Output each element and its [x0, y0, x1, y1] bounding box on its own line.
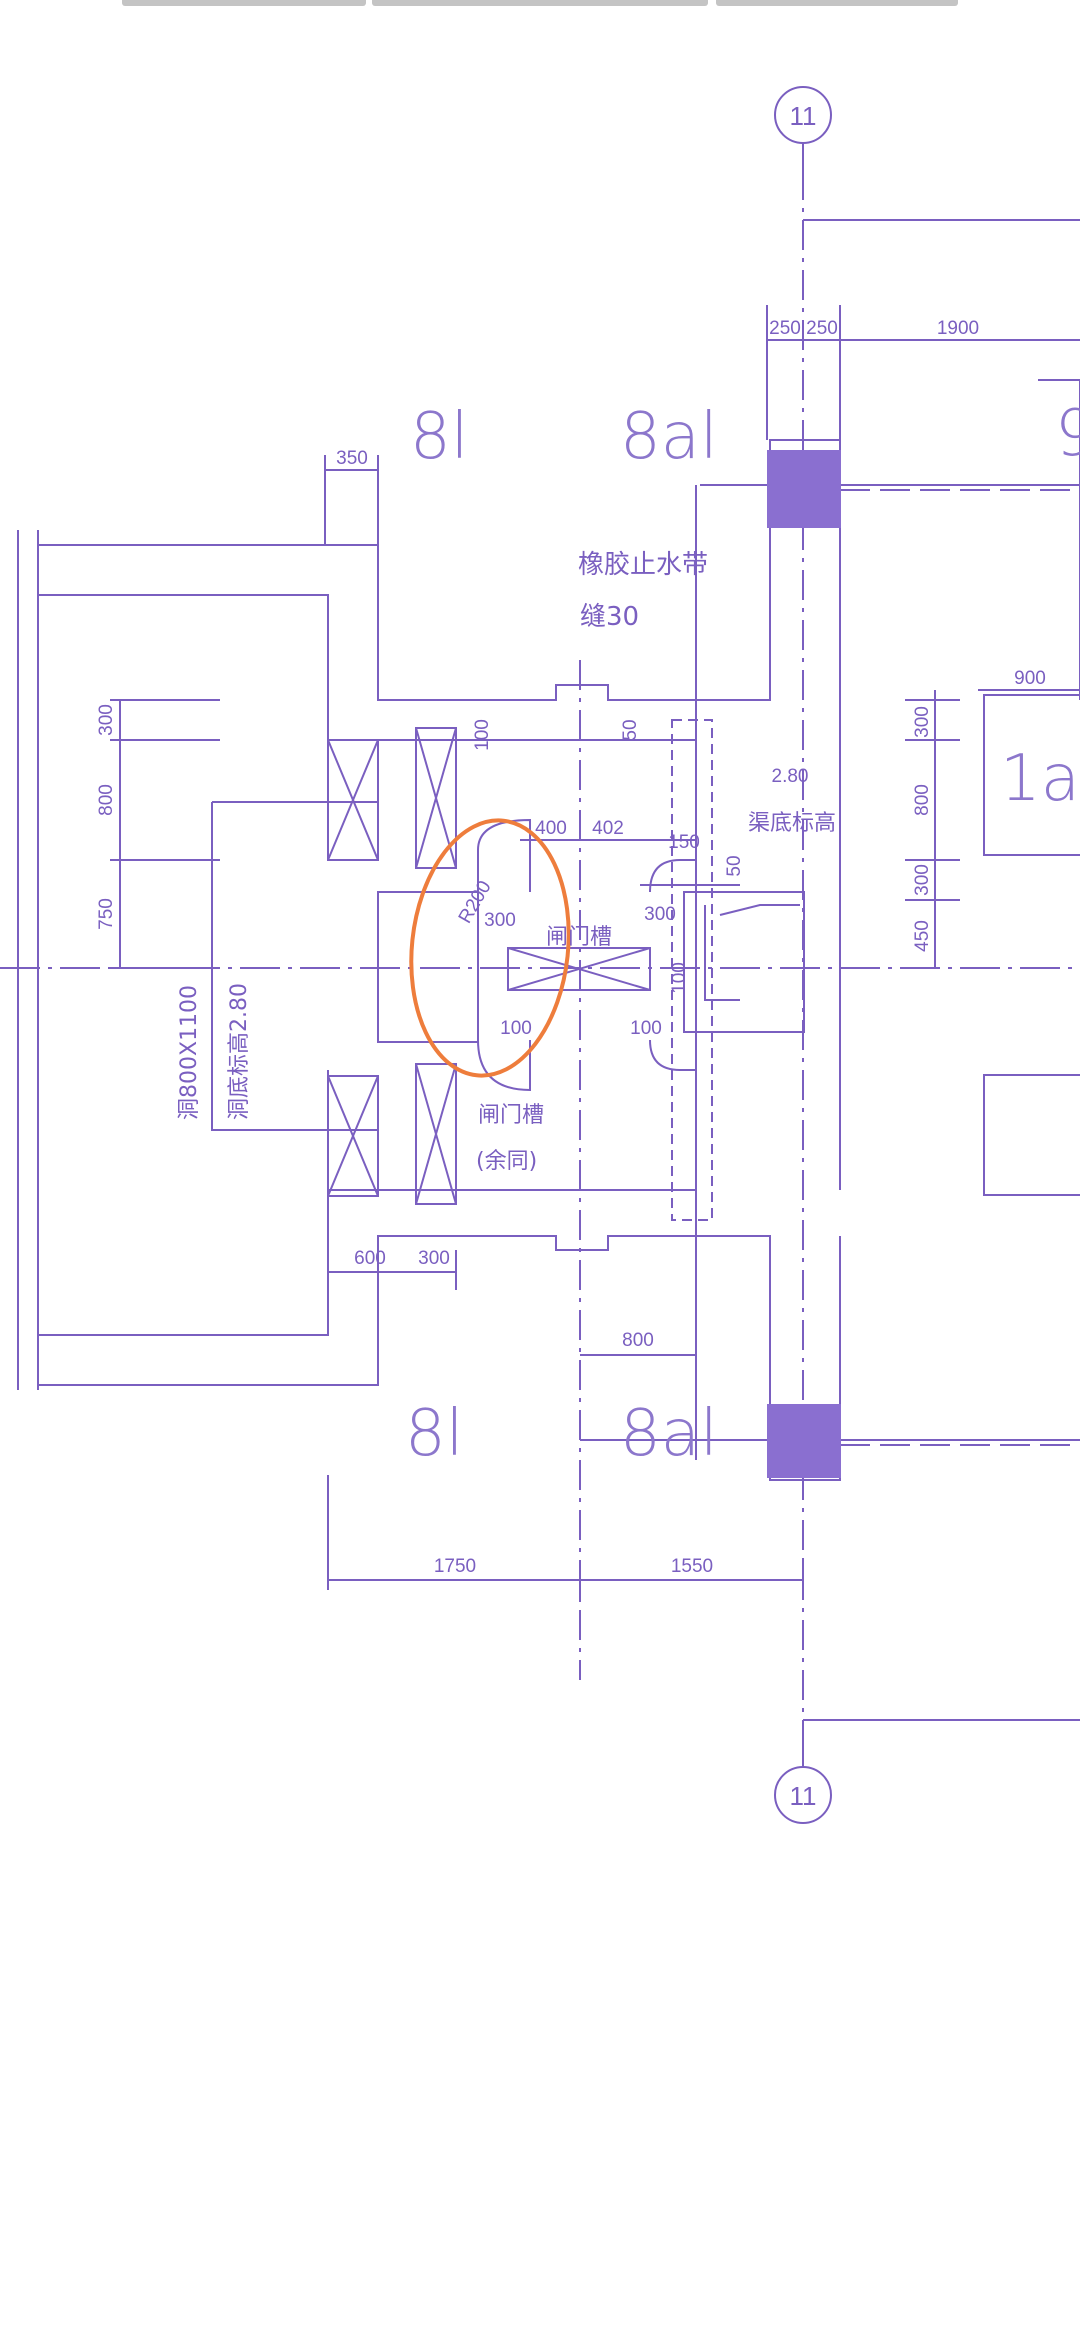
dim-300-c: 300 [644, 904, 676, 925]
dim-1550: 1550 [671, 1556, 713, 1577]
section-label-bottom-left: 8l [405, 1397, 464, 1471]
dim-750-left: 750 [96, 898, 117, 930]
column-top [767, 450, 841, 528]
dim-elev-280: 2.80 [772, 766, 809, 787]
column-bottom [767, 1404, 841, 1478]
dim-450-right: 450 [912, 920, 933, 952]
page-indicator-segment-3 [716, 0, 958, 6]
label-opening-size: 洞800X1100 [177, 985, 202, 1120]
dim-300-left: 300 [96, 704, 117, 736]
page-indicator-segment-1 [122, 0, 366, 6]
dim-300-right-2: 300 [912, 864, 933, 896]
dim-300-d: 300 [418, 1248, 450, 1269]
label-gate-slot-center: 闸门槽 [546, 925, 612, 950]
dim-100-b: 100 [500, 1018, 532, 1039]
dim-300-b: 300 [484, 910, 516, 931]
dim-800-right: 800 [912, 784, 933, 816]
label-same-elsewhere: (余同) [476, 1149, 537, 1174]
label-rubber-waterstop: 橡胶止水带 [578, 550, 708, 580]
section-label-right-mid: 1a [1000, 742, 1080, 816]
page-indicator [0, 0, 1080, 8]
section-label-bottom-right: 8al [620, 1397, 718, 1471]
dim-900: 900 [1014, 668, 1046, 689]
section-label-top-right: 8al [620, 400, 718, 474]
dim-350: 350 [336, 448, 368, 469]
dim-1750: 1750 [434, 1556, 476, 1577]
axis-label-bottom: 11 [790, 1781, 817, 1811]
dim-150: 150 [668, 832, 700, 853]
section-label-right-top: 9 [1055, 397, 1080, 471]
dim-800-left: 800 [96, 784, 117, 816]
dim-100-c: 100 [630, 1018, 662, 1039]
dim-50-a: 50 [620, 719, 641, 740]
highlight-ellipse [409, 818, 571, 1078]
dim-300-right-1: 300 [912, 706, 933, 738]
dim-100-a: 100 [472, 719, 493, 751]
section-label-top-left: 8l [410, 400, 469, 474]
label-channel-elevation: 渠底标高 [748, 811, 836, 836]
page-indicator-segment-2 [372, 0, 708, 6]
label-gate-slot: 闸门槽 [478, 1103, 544, 1128]
axis-label-top: 11 [790, 101, 817, 131]
label-opening-bottom-elevation: 洞底标高2.80 [227, 983, 252, 1120]
dim-250-a: 250 [769, 318, 801, 339]
dim-50-b: 50 [724, 855, 745, 876]
dim-600: 600 [354, 1248, 386, 1269]
label-joint-30: 缝30 [580, 602, 639, 632]
dim-1900: 1900 [937, 318, 979, 339]
dim-402: 402 [592, 818, 624, 839]
dim-800-bottom: 800 [622, 1330, 654, 1351]
dim-400: 400 [535, 818, 567, 839]
dim-100-d: 100 [669, 962, 690, 994]
dim-250-b: 250 [806, 318, 838, 339]
